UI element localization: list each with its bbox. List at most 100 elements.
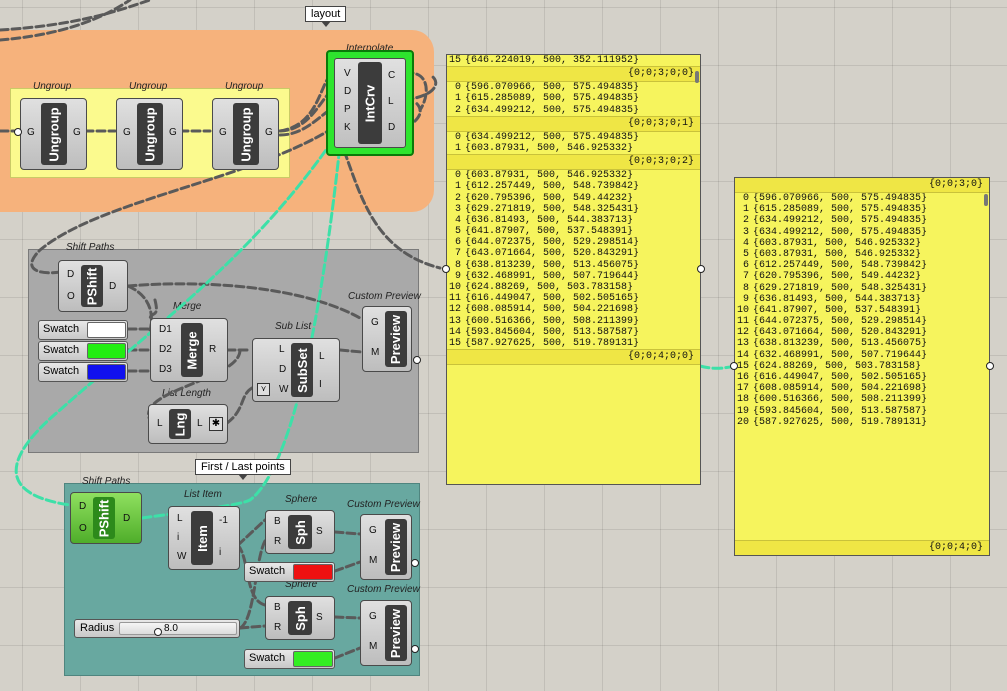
input-d3[interactable]: D3 bbox=[159, 364, 172, 375]
input-r[interactable]: R bbox=[274, 622, 282, 633]
row-value: {596.070966, 500, 575.494835} bbox=[753, 193, 928, 204]
preview-component-2[interactable]: G M Preview bbox=[360, 514, 412, 580]
port-dot[interactable] bbox=[442, 265, 450, 273]
pshift-component-2[interactable]: D O PShift D bbox=[70, 492, 142, 544]
panel-body: {0;0;3;0;0}0{596.070966, 500, 575.494835… bbox=[447, 66, 700, 366]
preview-component-1[interactable]: G M Preview bbox=[362, 306, 412, 372]
swatch-color[interactable] bbox=[293, 651, 333, 667]
input-b[interactable]: B bbox=[274, 602, 281, 613]
output-d[interactable]: D bbox=[388, 122, 396, 133]
input-v[interactable]: V bbox=[344, 68, 351, 79]
input-r[interactable]: R bbox=[274, 536, 282, 547]
data-panel-2[interactable]: {0;0;3;0} 0{596.070966, 500, 575.494835}… bbox=[734, 177, 990, 556]
input-m[interactable]: M bbox=[369, 555, 378, 566]
data-panel-1[interactable]: 15{646.224019, 500, 352.111952} {0;0;3;0… bbox=[446, 54, 701, 485]
output-l[interactable]: L bbox=[319, 351, 325, 362]
swatch-label: Swatch bbox=[43, 344, 80, 356]
output-l[interactable]: L bbox=[197, 418, 203, 429]
input-o[interactable]: O bbox=[67, 291, 75, 302]
sphere-component-2[interactable]: B R Sph S bbox=[265, 596, 335, 640]
input-b[interactable]: B bbox=[274, 516, 281, 527]
output-g[interactable]: G bbox=[265, 127, 273, 138]
input-l[interactable]: L bbox=[177, 513, 183, 524]
input-g[interactable]: G bbox=[369, 525, 377, 536]
input-g[interactable]: G bbox=[371, 317, 379, 328]
ungroup-component-1[interactable]: G Ungroup G bbox=[20, 98, 87, 170]
row-value: {636.81493, 500, 544.383713} bbox=[753, 293, 922, 305]
list-item-component[interactable]: L i W Item -1 i bbox=[168, 506, 240, 570]
input-w[interactable]: W bbox=[177, 551, 187, 562]
swatch-color[interactable] bbox=[87, 364, 126, 380]
swatch-color[interactable] bbox=[87, 343, 126, 359]
port-dot[interactable] bbox=[14, 128, 22, 136]
input-d[interactable]: D bbox=[67, 269, 75, 280]
swatch-green-2[interactable]: Swatch bbox=[244, 649, 335, 669]
input-m[interactable]: M bbox=[371, 347, 380, 358]
output-d[interactable]: D bbox=[123, 513, 131, 524]
input-d[interactable]: D bbox=[79, 501, 87, 512]
ungroup-component-2[interactable]: G Ungroup G bbox=[116, 98, 183, 170]
input-p[interactable]: P bbox=[344, 104, 351, 115]
output-s[interactable]: S bbox=[316, 526, 323, 537]
output-g[interactable]: G bbox=[169, 127, 177, 138]
output-i[interactable]: i bbox=[219, 547, 222, 558]
input-g[interactable]: G bbox=[219, 127, 227, 138]
component-name: Sph bbox=[292, 519, 308, 545]
layout-callout[interactable]: layout bbox=[305, 6, 347, 27]
swatch-white[interactable]: Swatch bbox=[38, 320, 128, 340]
input-g[interactable]: G bbox=[27, 127, 35, 138]
output-i[interactable]: I bbox=[319, 379, 322, 390]
input-d[interactable]: D bbox=[344, 86, 352, 97]
input-k[interactable]: K bbox=[344, 122, 351, 133]
output-g[interactable]: G bbox=[73, 127, 81, 138]
output-l[interactable]: L bbox=[388, 96, 394, 107]
input-m[interactable]: M bbox=[369, 641, 378, 652]
row-value: {615.285089, 500, 575.494835} bbox=[753, 204, 928, 216]
row-index: 7 bbox=[742, 271, 749, 283]
output-r[interactable]: R bbox=[209, 344, 217, 355]
intcrv-component[interactable]: V D P K IntCrv C L D bbox=[326, 50, 414, 156]
subset-component[interactable]: L D W ⋎ SubSet L I bbox=[252, 338, 340, 402]
swatch-red[interactable]: Swatch bbox=[244, 562, 335, 582]
swatch-color[interactable] bbox=[293, 564, 333, 580]
input-d[interactable]: D bbox=[279, 364, 287, 375]
input-d1[interactable]: D1 bbox=[159, 324, 172, 335]
panel-scrollbar[interactable] bbox=[984, 194, 988, 206]
merge-component[interactable]: D1 D2 D3 Merge R bbox=[150, 318, 228, 382]
slider-track[interactable]: 8.0 bbox=[119, 622, 237, 636]
output-last[interactable]: -1 bbox=[219, 515, 228, 526]
input-d2[interactable]: D2 bbox=[159, 344, 172, 355]
row-value: {636.81493, 500, 544.383713} bbox=[465, 214, 634, 226]
output-s[interactable]: S bbox=[316, 612, 323, 623]
ungroup-component-3[interactable]: G Ungroup G bbox=[212, 98, 279, 170]
radius-slider[interactable]: Radius 8.0 bbox=[74, 619, 240, 638]
input-o[interactable]: O bbox=[79, 523, 87, 534]
panel-scrollbar[interactable] bbox=[695, 71, 699, 83]
pshift-component-1[interactable]: D O PShift D bbox=[58, 260, 128, 312]
panel-row: 5{603.87931, 500, 546.925332} bbox=[735, 249, 989, 260]
slider-grip[interactable] bbox=[154, 628, 162, 636]
component-core: Sph bbox=[288, 515, 312, 549]
port-dot[interactable] bbox=[411, 645, 419, 653]
input-i[interactable]: i bbox=[177, 532, 180, 543]
swatch-green[interactable]: Swatch bbox=[38, 341, 128, 361]
swatch-blue[interactable]: Swatch bbox=[38, 362, 128, 382]
preview-component-3[interactable]: G M Preview bbox=[360, 600, 412, 666]
first-last-callout[interactable]: First / Last points bbox=[195, 459, 291, 480]
sphere-component-1[interactable]: B R Sph S bbox=[265, 510, 335, 554]
port-dot[interactable] bbox=[697, 265, 705, 273]
port-dot[interactable] bbox=[986, 362, 994, 370]
output-d[interactable]: D bbox=[109, 281, 117, 292]
port-dot[interactable] bbox=[413, 356, 421, 364]
input-g[interactable]: G bbox=[123, 127, 131, 138]
input-w[interactable]: W bbox=[279, 384, 289, 395]
input-g[interactable]: G bbox=[369, 611, 377, 622]
lng-component[interactable]: L Lng L ✱ bbox=[148, 404, 228, 444]
output-c[interactable]: C bbox=[388, 70, 396, 81]
port-dot[interactable] bbox=[411, 559, 419, 567]
input-l[interactable]: L bbox=[157, 418, 163, 429]
port-dot[interactable] bbox=[730, 362, 738, 370]
swatch-color[interactable] bbox=[87, 322, 126, 338]
input-l[interactable]: L bbox=[279, 344, 285, 355]
